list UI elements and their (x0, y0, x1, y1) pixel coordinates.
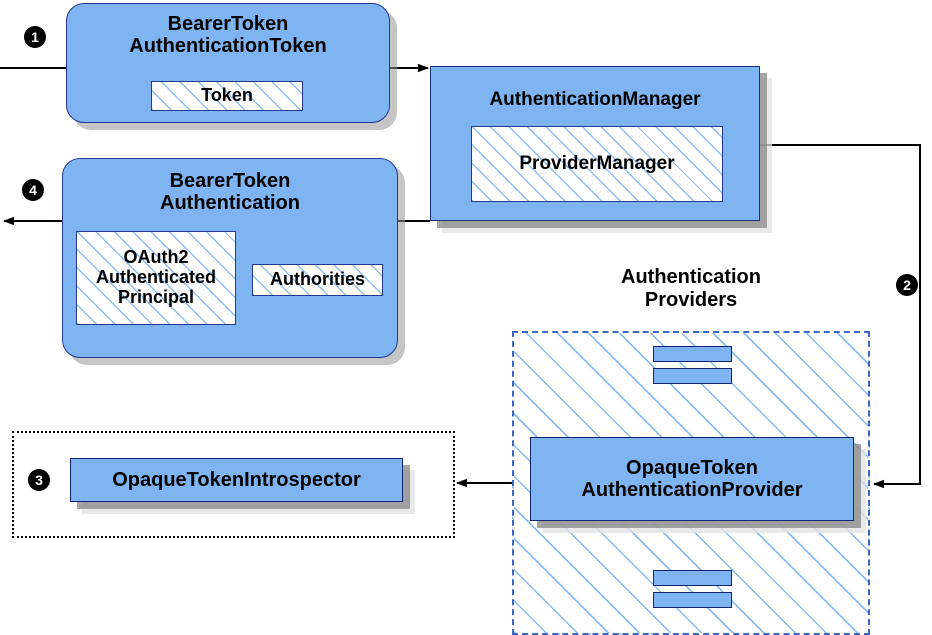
authorities-box: Authorities (252, 264, 383, 296)
node-authentication-manager[interactable]: AuthenticationManager ProviderManager (430, 66, 760, 221)
token-inner-box: Token (151, 81, 303, 111)
authentication-manager-title: AuthenticationManager (489, 89, 701, 110)
oauth2-authenticated-principal-box: OAuth2 Authenticated Principal (76, 231, 236, 325)
node-bearer-token-authentication-token[interactable]: BearerToken AuthenticationToken Token (66, 3, 390, 123)
bearer-token-authentication-title: BearerToken Authentication (160, 170, 300, 215)
provider-stack-bar-bottom-2 (653, 592, 732, 608)
bearer-token-authentication-token-title: BearerToken AuthenticationToken (129, 13, 327, 58)
step-badge-1: 1 (24, 26, 46, 48)
step-badge-2: 2 (896, 274, 918, 296)
provider-manager-inner-box: ProviderManager (471, 126, 723, 202)
step-badge-4: 4 (22, 179, 44, 201)
node-bearer-token-authentication[interactable]: BearerToken Authentication OAuth2 Authen… (62, 158, 398, 358)
introspector-container (12, 431, 455, 538)
provider-stack-bar-top-2 (653, 368, 732, 384)
provider-stack-bar-bottom-1 (653, 570, 732, 586)
authentication-providers-label: Authentication Providers (621, 266, 761, 311)
node-opaque-token-introspector[interactable]: OpaqueTokenIntrospector (70, 458, 403, 502)
node-opaque-token-authentication-provider[interactable]: OpaqueToken AuthenticationProvider (530, 437, 854, 521)
provider-stack-bar-top-1 (653, 346, 732, 362)
step-badge-3: 3 (28, 469, 50, 491)
